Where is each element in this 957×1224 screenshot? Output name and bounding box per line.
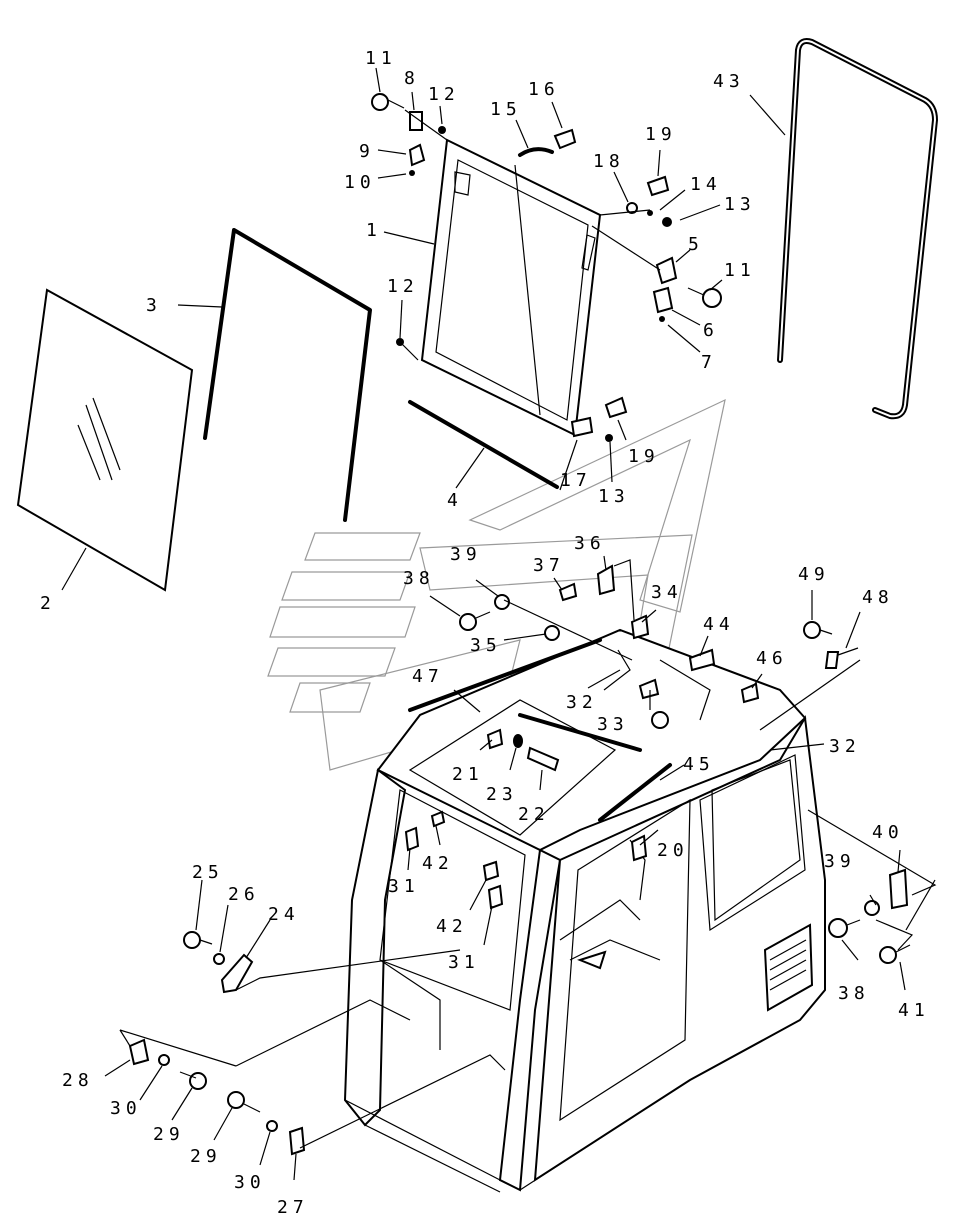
label-part-29-left: 29: [153, 1124, 185, 1145]
label-part-11-top: 11: [365, 48, 397, 69]
label-part-2: 2: [40, 593, 56, 614]
label-part-1: 1: [366, 220, 382, 241]
label-part-31-center: 31: [448, 952, 480, 973]
label-part-43: 43: [713, 71, 745, 92]
label-part-9: 9: [359, 141, 375, 162]
label-part-21: 21: [452, 764, 484, 785]
label-part-31-left: 31: [388, 876, 420, 897]
label-part-15: 15: [490, 99, 522, 120]
label-part-4: 4: [447, 490, 463, 511]
label-part-38-right: 38: [838, 983, 870, 1004]
label-part-37: 37: [533, 555, 565, 576]
part-glass-pane: [16, 288, 194, 592]
label-part-3: 3: [146, 295, 162, 316]
label-part-20: 20: [657, 840, 689, 861]
label-part-30-left: 30: [110, 1098, 142, 1119]
part-frame-bottom-strip: [408, 400, 559, 489]
label-part-19-upper: 19: [645, 124, 677, 145]
label-part-46: 46: [756, 648, 788, 669]
label-part-27: 27: [277, 1197, 309, 1218]
label-part-14: 14: [690, 174, 722, 195]
label-part-32-right: 32: [829, 736, 861, 757]
label-part-28: 28: [62, 1070, 94, 1091]
label-part-33: 33: [597, 714, 629, 735]
label-part-23: 23: [486, 784, 518, 805]
label-part-49: 49: [798, 564, 830, 585]
cab-hardware: [128, 564, 911, 1156]
cab-body: [343, 628, 826, 1193]
label-part-35: 35: [470, 635, 502, 656]
label-part-7: 7: [701, 352, 717, 373]
label-part-10: 10: [344, 172, 376, 193]
label-part-12-left: 12: [387, 276, 419, 297]
part-labels: 1 2 3 4 5 6 7 8 9 10 11 11 12 12 13 13 1…: [40, 48, 930, 1218]
label-part-39-top: 39: [450, 544, 482, 565]
label-part-13-upper: 13: [724, 194, 756, 215]
label-part-42-upper: 42: [422, 853, 454, 874]
label-part-36: 36: [574, 533, 606, 554]
label-part-32-center: 32: [566, 692, 598, 713]
label-part-26: 26: [228, 884, 260, 905]
label-part-45: 45: [683, 754, 715, 775]
label-part-5: 5: [688, 234, 704, 255]
label-part-42-lower: 42: [436, 916, 468, 937]
label-part-29-right: 29: [190, 1146, 222, 1167]
window-hardware: [371, 93, 722, 442]
label-part-24: 24: [268, 904, 300, 925]
label-part-19-lower: 19: [628, 446, 660, 467]
part-window-frame: [420, 138, 602, 437]
label-part-47: 47: [412, 666, 444, 687]
label-part-39-right: 39: [824, 851, 856, 872]
leader-lines: [61, 67, 937, 1181]
label-part-48: 48: [862, 587, 894, 608]
label-part-11-right: 11: [724, 260, 756, 281]
label-part-12-top: 12: [428, 84, 460, 105]
label-part-38-top: 38: [403, 568, 435, 589]
label-part-22: 22: [518, 804, 550, 825]
label-part-13-lower: 13: [598, 486, 630, 507]
label-part-6: 6: [703, 320, 719, 341]
label-part-25: 25: [192, 862, 224, 883]
label-part-44: 44: [703, 614, 735, 635]
label-part-34: 34: [651, 582, 683, 603]
part-weather-strip: [777, 38, 939, 420]
part-glass-seal: [203, 228, 372, 522]
label-part-40: 40: [872, 822, 904, 843]
label-part-17: 17: [560, 470, 592, 491]
label-part-8: 8: [404, 68, 420, 89]
label-part-16: 16: [528, 79, 560, 100]
label-part-18: 18: [593, 151, 625, 172]
label-part-41: 41: [898, 1000, 930, 1021]
label-part-30-right: 30: [234, 1172, 266, 1193]
